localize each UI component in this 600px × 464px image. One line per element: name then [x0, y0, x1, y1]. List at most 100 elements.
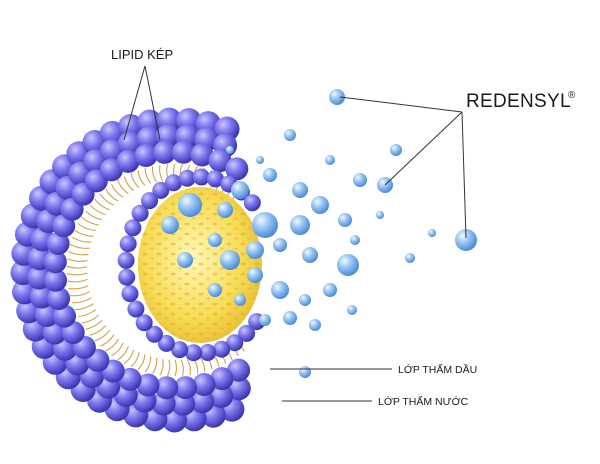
lipid-tail: [186, 358, 191, 376]
redensyl-droplet: [337, 254, 359, 276]
lipid-tail: [66, 265, 88, 269]
lipid-head: [136, 373, 160, 397]
lipid-tail: [67, 278, 88, 283]
lipid-tail: [99, 334, 115, 347]
lipid-head: [206, 170, 224, 188]
redensyl-label: REDENSYL: [466, 91, 571, 112]
redensyl-droplet: [246, 241, 264, 259]
lipid-tail: [123, 349, 135, 365]
redensyl-droplet: [309, 319, 321, 331]
lipid-head: [152, 181, 170, 199]
lipid-head: [153, 140, 176, 164]
lipid-tail: [81, 314, 100, 324]
lipid-head: [117, 131, 142, 156]
lipid-tail: [144, 356, 152, 373]
redensyl-droplet: [252, 212, 278, 238]
redensyl-droplet: [376, 211, 384, 219]
lipid-head: [46, 232, 70, 255]
redensyl-droplet: [329, 89, 345, 105]
lipid-tail: [69, 243, 90, 249]
lipid-tail: [70, 291, 90, 297]
lipid-head: [134, 144, 158, 167]
redensyl-droplet: [177, 252, 193, 268]
lipid-head: [190, 143, 214, 167]
lipid-tail: [159, 359, 164, 376]
liposome: [10, 107, 266, 433]
lipid-tail: [72, 297, 92, 304]
redensyl-droplet: [226, 146, 234, 154]
redensyl-droplet: [208, 283, 222, 297]
lipid-tail: [105, 338, 119, 352]
lipid-head: [174, 376, 197, 400]
lipid-tail: [180, 359, 184, 376]
redensyl-droplet: [338, 213, 352, 227]
redensyl-droplet: [325, 155, 335, 165]
redensyl-droplet: [455, 229, 477, 251]
redensyl-droplet: [428, 229, 436, 237]
redensyl-droplet: [217, 202, 233, 218]
lipid-head: [124, 219, 142, 237]
redensyl-droplet: [283, 311, 297, 325]
redensyl-droplet: [234, 294, 246, 306]
lipid-tail: [137, 170, 146, 186]
lipid-tail: [68, 285, 89, 290]
lipid-head: [199, 344, 217, 361]
redensyl-droplet: [178, 193, 202, 217]
redensyl-leader-1: [339, 96, 463, 113]
lipid-head: [171, 341, 189, 359]
lipid-head: [29, 284, 54, 309]
lipid-tail: [130, 173, 140, 189]
lipid-head: [53, 304, 76, 328]
lipid-head: [243, 194, 261, 212]
lipid-tail: [99, 193, 115, 206]
lipid-tail: [77, 223, 96, 232]
redensyl-droplet: [299, 366, 311, 378]
redensyl-droplet: [247, 267, 263, 283]
lipid-tail: [81, 216, 99, 226]
redensyl-droplets: [161, 89, 477, 378]
oil-layer-label: LỚP THẤM DẦU: [398, 363, 477, 376]
redensyl-droplet: [259, 314, 271, 326]
redensyl-droplet: [271, 281, 289, 299]
lipid-tail: [174, 359, 178, 377]
lipid-head: [118, 268, 136, 286]
lipid-tail: [167, 359, 171, 376]
lipid-head: [190, 389, 215, 414]
water-layer-label: LỚP THẤM NƯỚC: [378, 395, 469, 408]
redensyl-droplet: [405, 253, 415, 263]
redensyl-droplet: [350, 235, 360, 245]
redensyl-droplet: [353, 173, 367, 187]
lipid-tail: [89, 325, 107, 336]
redensyl-leader-3: [461, 111, 467, 239]
redensyl-droplet: [220, 250, 240, 270]
redensyl-droplet: [299, 294, 311, 306]
lipid-tail: [144, 168, 152, 184]
lipid-bilayer-leader: [123, 65, 161, 141]
lipid-head: [34, 303, 59, 327]
lipid-head: [238, 324, 256, 342]
lipid-tail: [130, 352, 140, 368]
lipid-head: [121, 285, 139, 303]
lipid-head: [119, 235, 137, 253]
lipid-tail: [94, 329, 111, 342]
lipid-tail: [152, 357, 158, 375]
lipid-tail: [137, 354, 146, 370]
lipid-tails: [66, 163, 245, 377]
lipid-tail: [110, 183, 124, 198]
lipid-head: [43, 250, 67, 274]
lipid-tail: [123, 176, 135, 191]
redensyl-droplet: [290, 215, 310, 235]
lipid-head: [171, 140, 195, 164]
lipid-tail: [117, 179, 129, 195]
lipid-tail: [159, 164, 164, 182]
redensyl-droplet: [273, 238, 287, 252]
redensyl-droplet: [323, 283, 337, 297]
lipid-tail: [77, 309, 97, 318]
lipid-head: [116, 149, 140, 173]
lipid-head: [192, 373, 216, 396]
redensyl-droplet: [390, 144, 402, 156]
redensyl-droplet: [263, 168, 277, 182]
redensyl-droplet: [161, 216, 179, 234]
redensyl-droplet: [231, 181, 249, 199]
